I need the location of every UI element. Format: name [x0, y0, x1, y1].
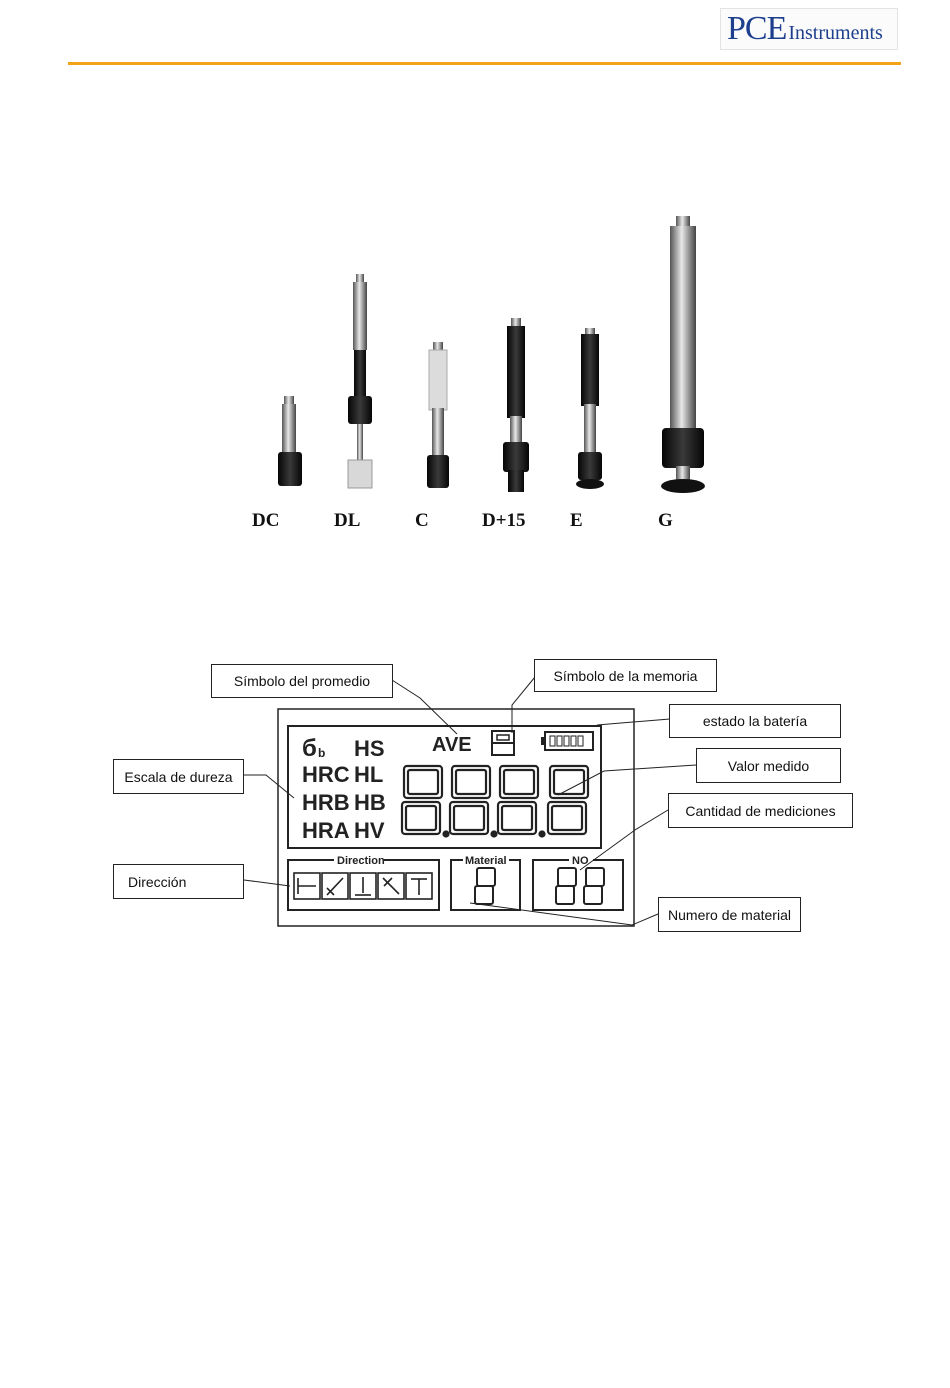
callout-memory-symbol: Símbolo de la memoria [534, 659, 717, 692]
count-box [533, 860, 623, 910]
probe-label-g: G [658, 510, 673, 532]
battery-icon [541, 732, 593, 750]
sigma-sub: b [318, 746, 325, 760]
material-box [451, 860, 520, 910]
probe-label-dc: DC [252, 510, 279, 532]
memory-icon [492, 731, 514, 755]
probes-illustration [0, 0, 950, 560]
probe-g [661, 216, 705, 493]
probe-d15 [503, 318, 529, 492]
callout-direction: Dirección [113, 864, 244, 899]
material-digit [475, 868, 495, 904]
scale-hv: HV [354, 818, 385, 843]
scale-hrb: HRB [302, 790, 350, 815]
count-title: NO [572, 855, 589, 867]
callout-material-number: Numero de material [658, 897, 801, 932]
probe-label-e: E [570, 510, 583, 532]
digit-4 [548, 766, 588, 834]
digit-2 [450, 766, 497, 837]
scale-hra: HRA [302, 818, 350, 843]
probe-label-c: C [415, 510, 429, 532]
measured-value-digits [402, 766, 588, 837]
probe-label-d15: D+15 [482, 510, 526, 532]
callout-battery-state: estado la batería [669, 704, 841, 738]
probe-e [576, 328, 604, 489]
probe-dl [348, 274, 372, 488]
probe-dc [278, 396, 302, 486]
lcd-outer-frame [278, 709, 634, 926]
ave-symbol: AVE [432, 734, 472, 756]
scale-hl: HL [354, 762, 383, 787]
callout-hardness-scale: Escala de dureza [113, 759, 244, 794]
probe-label-dl: DL [334, 510, 360, 532]
lcd-main-frame [288, 726, 601, 848]
digit-1 [402, 766, 449, 837]
scale-hrc: HRC [302, 762, 350, 787]
probe-c [427, 342, 449, 488]
count-digits [556, 868, 604, 904]
leader-lines [244, 677, 696, 925]
direction-icons [294, 873, 432, 899]
material-title: Material [465, 855, 507, 867]
callout-average-symbol: Símbolo del promedio [211, 664, 393, 698]
callout-measured-value: Valor medido [696, 748, 841, 783]
direction-box [288, 860, 439, 910]
direction-title: Direction [337, 855, 385, 867]
scale-hs: HS [354, 736, 385, 761]
callout-measurement-count: Cantidad de mediciones [668, 793, 853, 828]
sigma-symbol: б [302, 735, 317, 762]
digit-3 [498, 766, 545, 837]
scale-hb: HB [354, 790, 386, 815]
